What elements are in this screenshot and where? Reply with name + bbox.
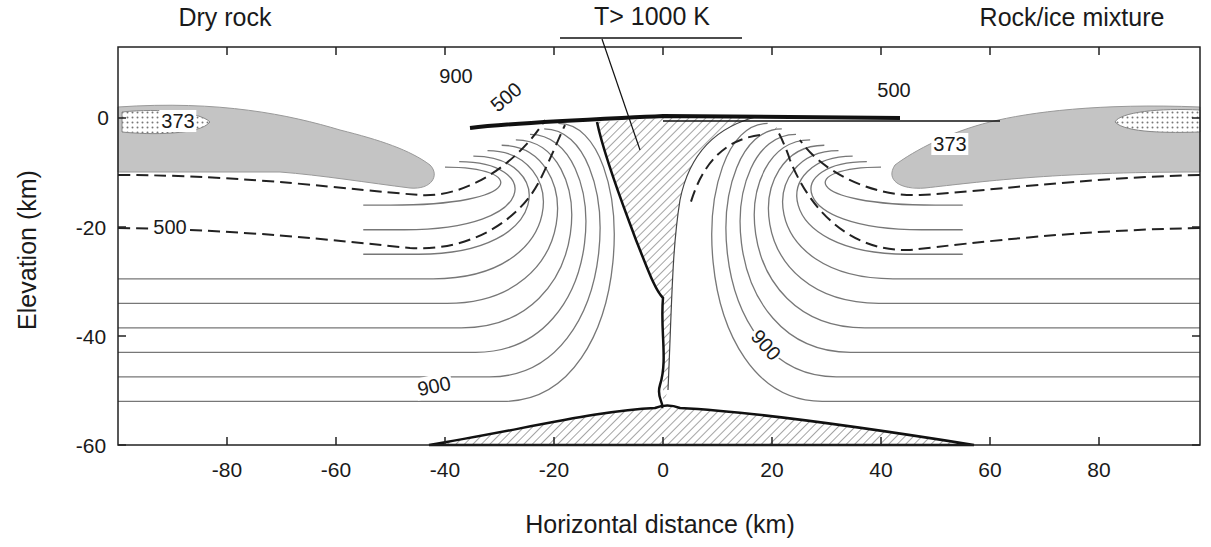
axis-tick <box>118 117 126 119</box>
isotherm-left <box>118 151 543 279</box>
axis-tick <box>335 47 337 55</box>
axis-tick <box>662 437 664 445</box>
isotherm-right <box>783 151 1200 279</box>
dotted-core-left <box>122 110 210 133</box>
axis-tick <box>1192 117 1200 119</box>
temperature-label: T> 1000 K <box>594 3 710 31</box>
axis-tick-label: -20 <box>76 216 106 239</box>
isotherm-500-right <box>776 128 1200 250</box>
contour-label: 900 <box>437 65 474 87</box>
region-title: Rock/ice mixture <box>980 4 1165 32</box>
contour-label: 500 <box>875 79 912 101</box>
isotherm-left <box>118 140 572 328</box>
isotherm-right <box>712 123 1200 401</box>
axis-ticks <box>118 47 1200 445</box>
axis-tick <box>880 47 882 55</box>
isotherm-right <box>825 167 963 205</box>
axis-tick <box>226 47 228 55</box>
isotherm-left <box>363 167 501 205</box>
isotherm-left <box>363 162 515 230</box>
isotherm-373-right <box>800 140 1200 195</box>
dotted-core-right <box>1115 110 1200 133</box>
hot-column-right <box>663 116 760 405</box>
axis-tick-label: -80 <box>212 458 242 481</box>
axis-tick-label: 60 <box>978 458 1001 481</box>
axis-title: Elevation (km) <box>14 170 42 330</box>
axis-tick-label: -60 <box>76 434 106 457</box>
surface-melt-thin <box>663 120 1000 122</box>
plot-frame <box>118 47 1200 445</box>
isotherm-left <box>118 145 557 303</box>
axis-tick <box>118 226 126 228</box>
axis-tick <box>1098 47 1100 55</box>
axis-tick <box>1192 335 1200 337</box>
axis-tick-label: 0 <box>657 458 669 481</box>
axis-tick-label: 80 <box>1087 458 1110 481</box>
isotherm-500-left <box>118 125 565 248</box>
isotherm-left <box>118 123 614 401</box>
isotherm-right <box>726 129 1200 377</box>
axis-tick <box>771 47 773 55</box>
surface-melt <box>470 116 900 128</box>
axis-tick-label: 20 <box>760 458 783 481</box>
contour-label: 500 <box>151 216 188 238</box>
hot-mound <box>429 405 974 445</box>
contour-label: 900 <box>413 371 454 400</box>
isotherm-lines <box>118 123 1200 401</box>
title-underline <box>560 37 742 39</box>
axis-tick <box>335 437 337 445</box>
axis-title: Horizontal distance (km) <box>525 511 795 539</box>
isotherm-dashed-column <box>690 135 760 205</box>
axis-tick <box>118 335 126 337</box>
axis-tick <box>1098 437 1100 445</box>
region-title: Dry rock <box>178 4 271 32</box>
axis-tick-label: -40 <box>430 458 460 481</box>
axis-tick-label: -40 <box>76 325 106 348</box>
isotherm-left <box>118 129 600 377</box>
axis-tick <box>880 437 882 445</box>
axis-tick-label: 0 <box>97 106 109 129</box>
isotherm-right <box>797 156 963 254</box>
axis-tick-label: 40 <box>869 458 892 481</box>
isotherm-right <box>740 134 1200 352</box>
axis-tick <box>989 437 991 445</box>
axis-tick <box>226 437 228 445</box>
hot-column-left <box>597 118 663 298</box>
axis-tick <box>1192 226 1200 228</box>
axis-tick-label: -20 <box>539 458 569 481</box>
axis-tick <box>118 444 126 446</box>
axis-tick <box>553 47 555 55</box>
contour-label: 373 <box>931 133 968 155</box>
contour-label: 500 <box>485 77 528 118</box>
isotherm-right <box>754 140 1199 328</box>
isotherm-left <box>118 134 586 352</box>
axis-tick <box>771 437 773 445</box>
isotherm-left <box>363 156 529 254</box>
axis-tick <box>444 47 446 55</box>
hot-boundary <box>597 122 664 408</box>
axis-tick <box>444 437 446 445</box>
contour-label: 373 <box>159 110 196 132</box>
axis-tick <box>1192 444 1200 446</box>
axis-tick <box>662 47 664 55</box>
hot-boundary-right <box>668 116 760 390</box>
isotherm-right <box>769 145 1200 303</box>
axis-tick <box>989 47 991 55</box>
leader-line <box>602 39 640 150</box>
axis-tick <box>553 437 555 445</box>
contour-label: 900 <box>745 324 786 366</box>
axis-tick-label: -60 <box>321 458 351 481</box>
